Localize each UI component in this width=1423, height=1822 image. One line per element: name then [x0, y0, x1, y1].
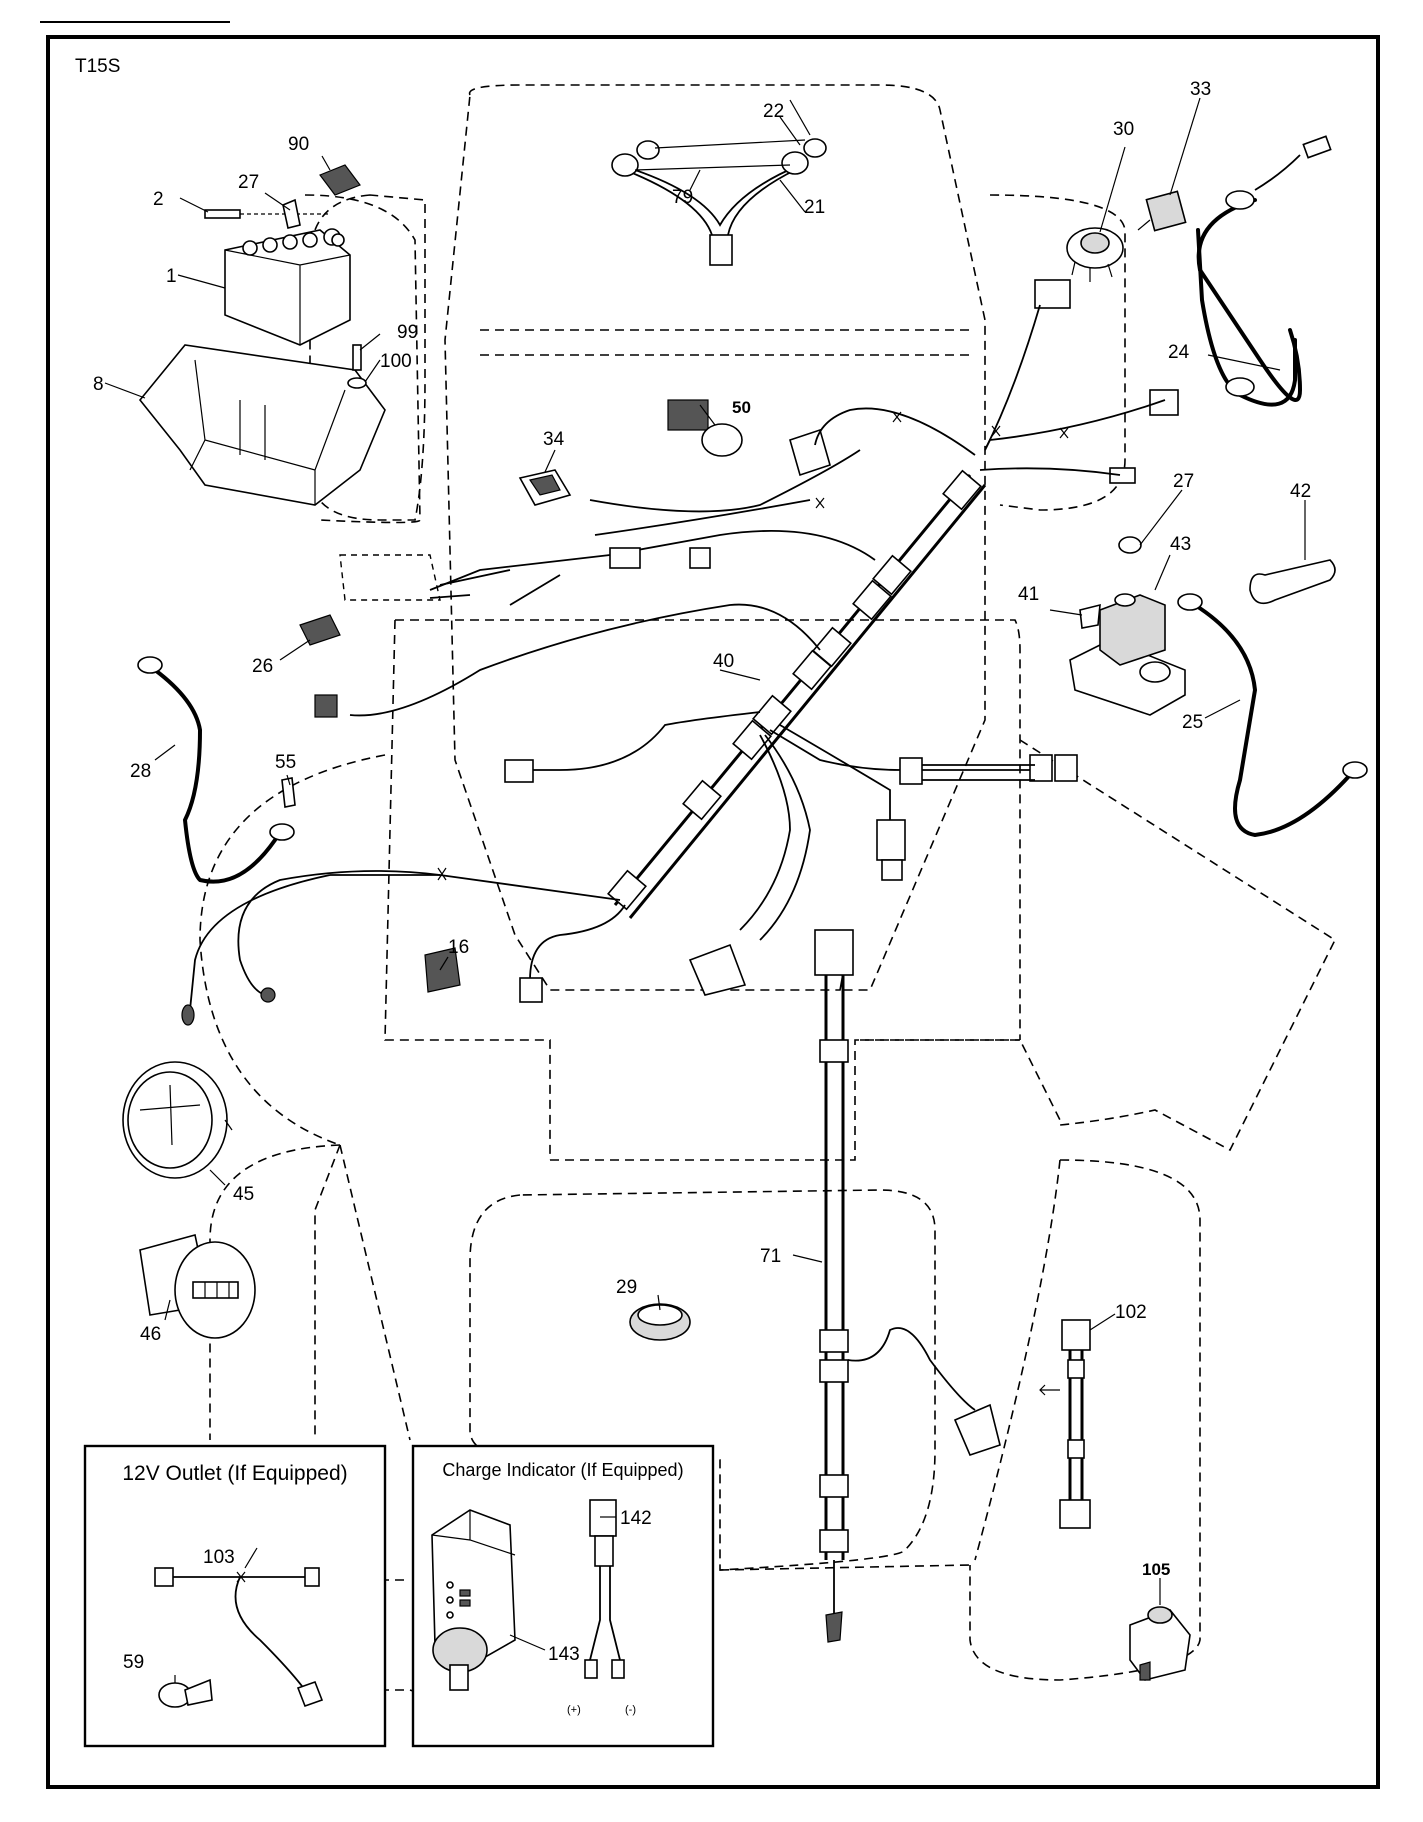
callout-29: 29 — [616, 1277, 637, 1298]
ignition-switch — [1066, 227, 1124, 282]
callout-46: 46 — [140, 1324, 161, 1345]
callout-8: 8 — [93, 374, 104, 395]
battery-cable-25 — [1193, 603, 1352, 838]
callout-30: 30 — [1113, 119, 1134, 140]
callout-41: 41 — [1018, 584, 1039, 605]
callout-142: 142 — [620, 1508, 652, 1529]
diagram-frame — [46, 35, 1380, 1789]
charge-indicator-box: Charge Indicator (If Equipped) (+) (-) — [411, 1444, 715, 1748]
callout-34: 34 — [543, 429, 565, 450]
callout-45: 45 — [233, 1184, 254, 1205]
callout-90: 90 — [288, 134, 309, 155]
connector — [314, 694, 338, 718]
leader-lines — [104, 97, 1306, 1683]
callout-numbers: 1 2 8 16 21 22 24 25 26 27 27 28 29 30 3… — [93, 79, 1311, 1673]
charge-minus-label: (-) — [625, 1704, 636, 1716]
callout-59: 59 — [123, 1652, 144, 1673]
battery-hardware — [204, 164, 367, 389]
callout-103: 103 — [203, 1547, 235, 1568]
screw-55 — [281, 777, 296, 808]
callout-102: 102 — [1115, 1302, 1147, 1323]
harness-71 — [814, 929, 1001, 1643]
callout-100: 100 — [380, 351, 412, 372]
callout-16: 16 — [448, 937, 469, 958]
connector-pad — [789, 428, 831, 477]
solenoid-105 — [1129, 1606, 1191, 1681]
callout-28: 28 — [130, 761, 151, 782]
ring-terminal — [1225, 377, 1255, 397]
pto-switch-34 — [518, 469, 572, 506]
callout-1: 1 — [166, 266, 177, 287]
callout-24: 24 — [1168, 342, 1190, 363]
light-switch-50 — [667, 399, 743, 457]
connector — [1149, 389, 1179, 416]
headlight-harness — [611, 138, 827, 266]
outlet-box: 12V Outlet (If Equipped) — [83, 1444, 387, 1748]
callout-50: 50 — [732, 398, 751, 417]
callout-22: 22 — [763, 101, 784, 122]
callout-27b: 27 — [1173, 471, 1194, 492]
callout-27a: 27 — [238, 172, 259, 193]
solenoid-43 — [1069, 536, 1186, 716]
relay-harness-102 — [1039, 1319, 1091, 1529]
callout-42: 42 — [1290, 481, 1311, 502]
bolt-41 — [1079, 603, 1101, 629]
callout-33: 33 — [1190, 79, 1211, 100]
callout-43: 43 — [1170, 534, 1191, 555]
connector — [1034, 279, 1071, 309]
callout-99: 99 — [397, 322, 418, 343]
callout-25: 25 — [1182, 712, 1203, 733]
gauge-45 — [122, 1061, 233, 1179]
outlet-box-title: 12V Outlet (If Equipped) — [122, 1462, 347, 1485]
ignition-key — [1137, 190, 1187, 232]
callout-79: 79 — [672, 187, 693, 208]
callout-55: 55 — [275, 752, 296, 773]
battery-tray — [138, 344, 386, 506]
callout-2: 2 — [153, 189, 164, 210]
model-label: T15S — [75, 56, 120, 77]
callout-71: 71 — [760, 1246, 781, 1267]
battery-cable-24 — [1196, 198, 1303, 402]
ground-cable-28 — [153, 668, 277, 884]
terminal-boot-42 — [1249, 559, 1336, 605]
connector-16 — [424, 947, 461, 993]
callout-21: 21 — [804, 197, 825, 218]
hour-meter-46 — [139, 1234, 256, 1339]
charge-plus-label: (+) — [567, 1704, 581, 1716]
connector — [1109, 467, 1136, 484]
callout-26: 26 — [252, 656, 273, 677]
battery — [224, 228, 351, 346]
callout-40: 40 — [713, 651, 734, 672]
main-harness-40 — [181, 304, 1166, 1026]
callout-143: 143 — [548, 1644, 580, 1665]
fuse-26 — [299, 614, 341, 646]
callout-105: 105 — [1142, 1560, 1170, 1579]
ring-terminal — [1225, 190, 1255, 210]
charge-box-title: Charge Indicator (If Equipped) — [442, 1460, 683, 1480]
